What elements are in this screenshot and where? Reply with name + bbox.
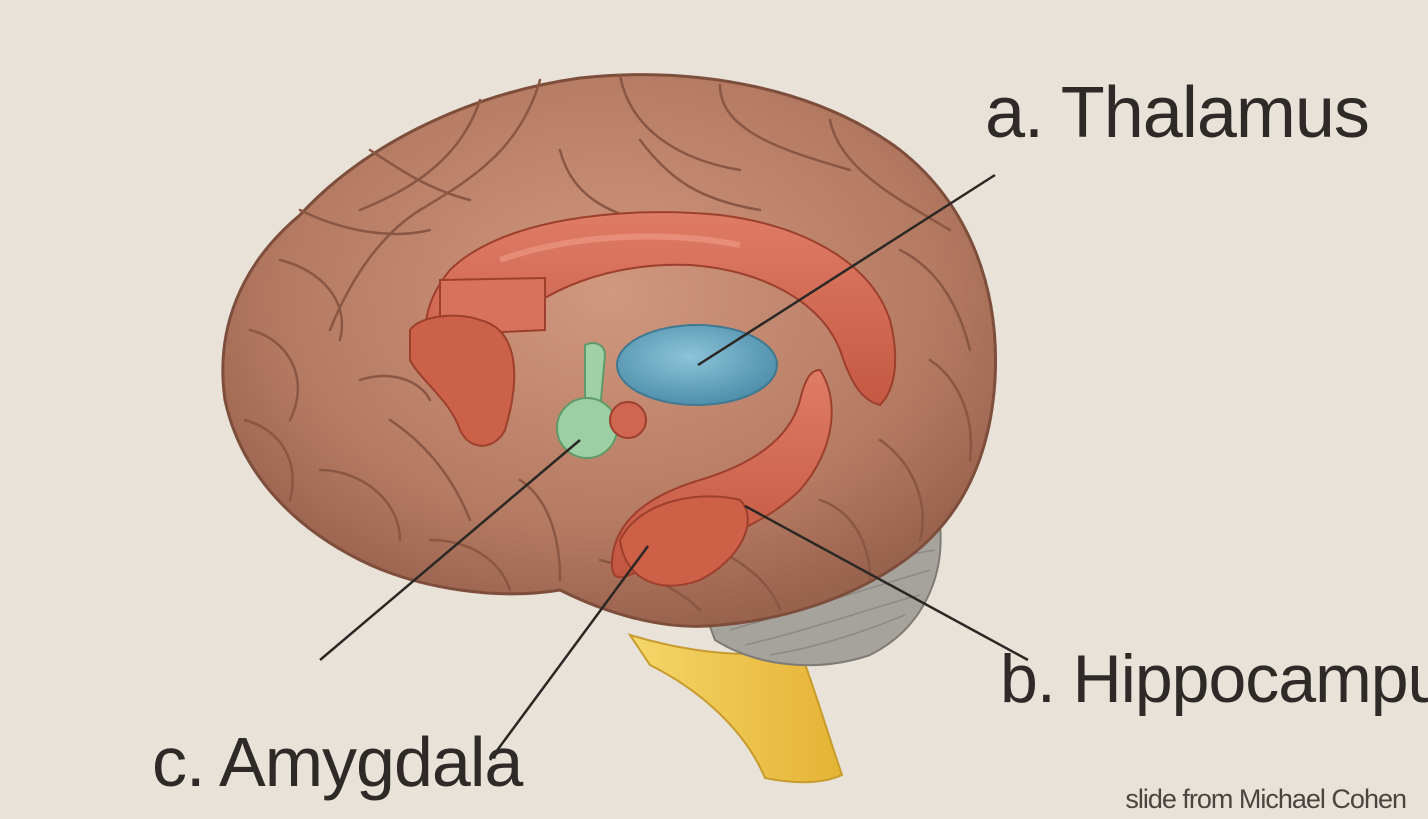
mammillary-region	[409, 314, 516, 447]
amygdala-leader-line-2	[488, 545, 650, 761]
thalamus	[616, 324, 778, 406]
slide-credit: slide from Michael Cohen	[1125, 784, 1407, 814]
thalamus-leader-line	[697, 173, 996, 367]
amygdala	[556, 397, 618, 459]
leader-lines	[319, 173, 1029, 761]
hippocampus-leader-line	[744, 504, 1029, 662]
amygdala-leader-line	[319, 439, 581, 661]
brainstem	[627, 633, 844, 784]
amygdala-label: c. Amygdala	[152, 723, 523, 801]
thalamus-label: a. Thalamus	[985, 73, 1370, 153]
hippocampus-label: b. Hippocampus	[1000, 641, 1428, 717]
